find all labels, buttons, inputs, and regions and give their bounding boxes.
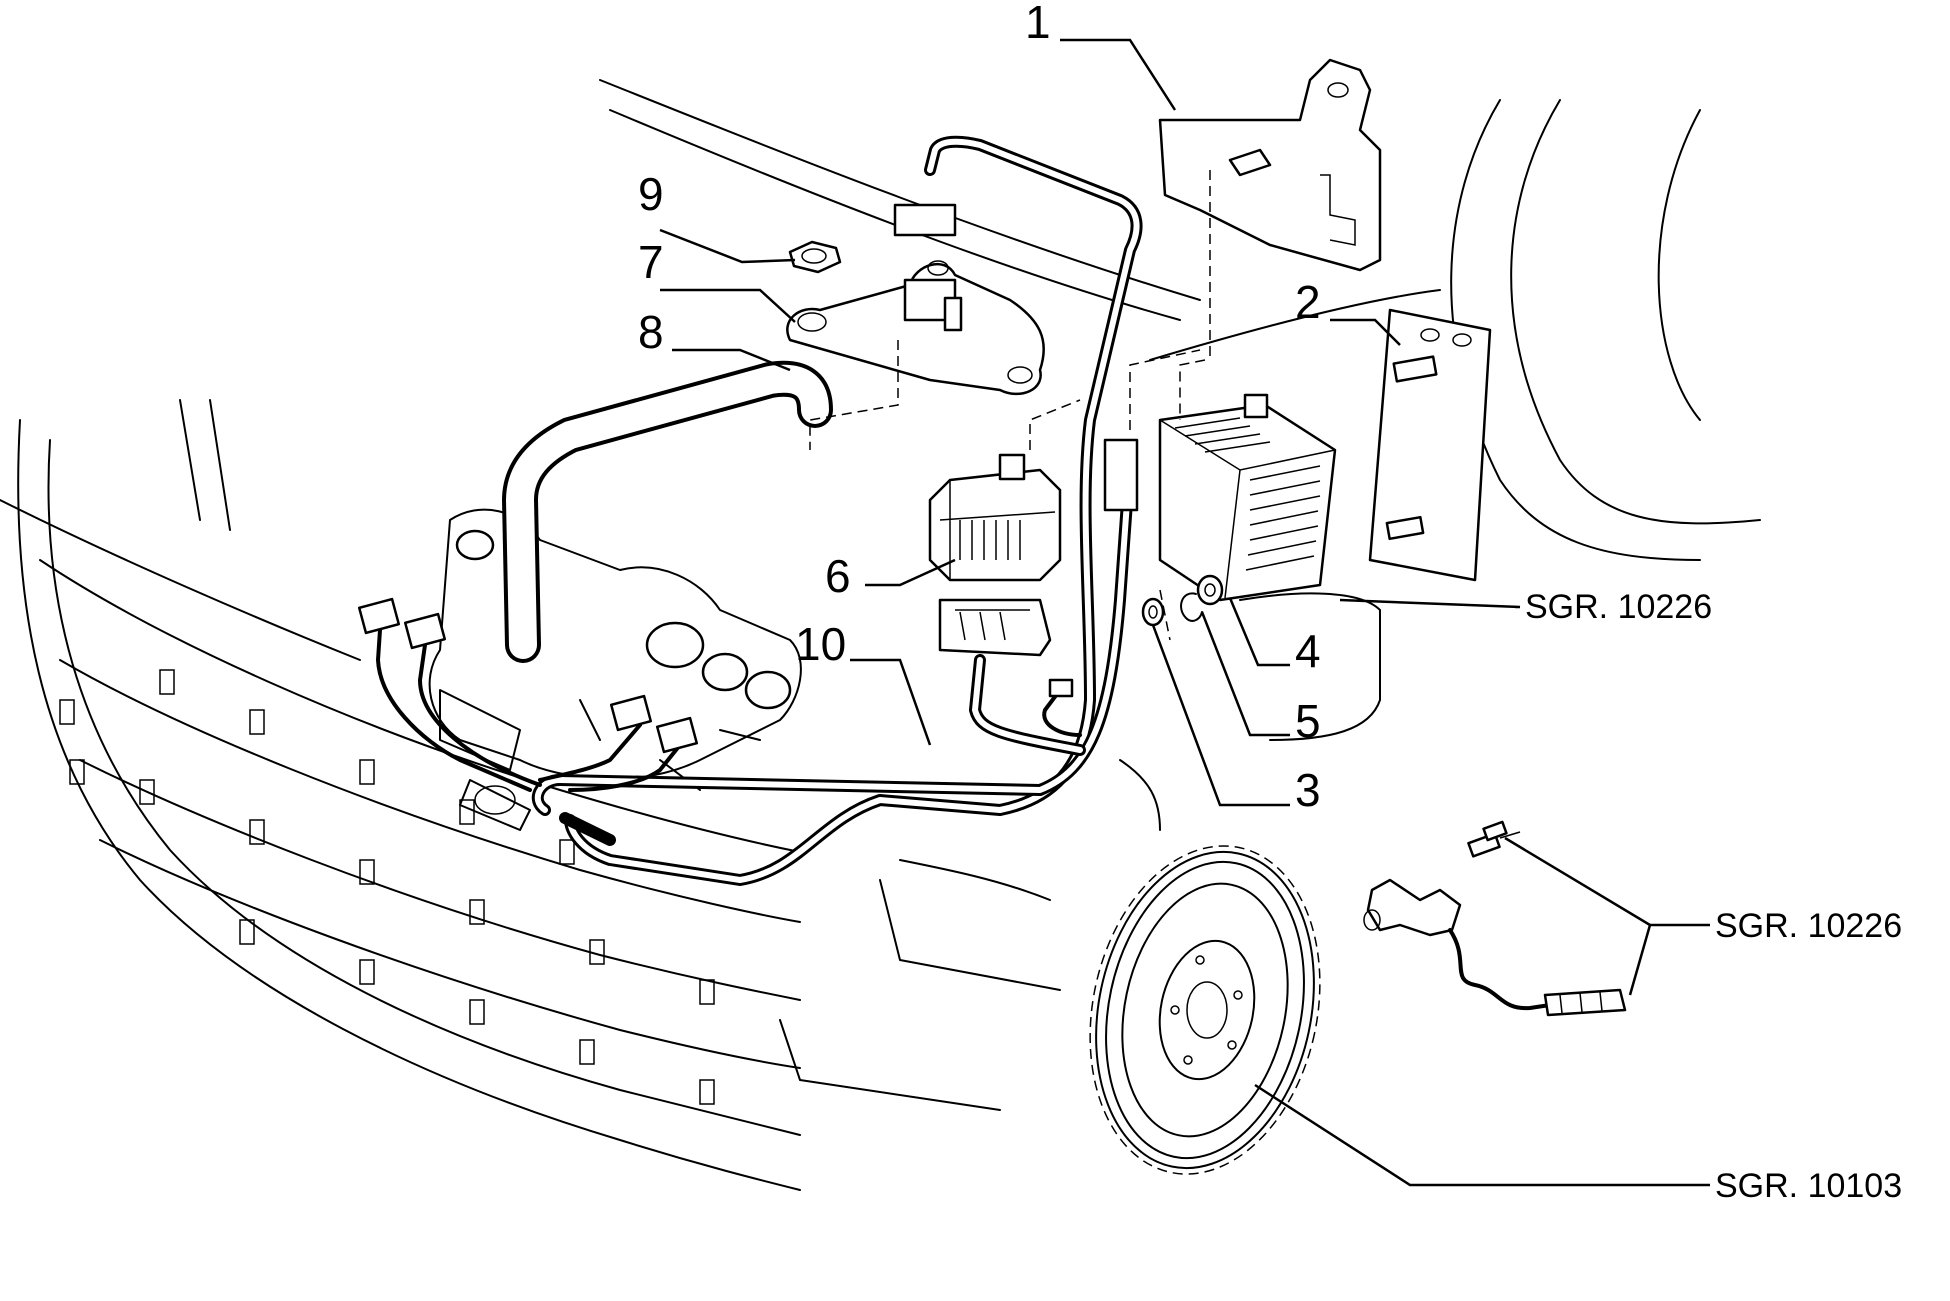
callout-8: 8: [638, 306, 664, 358]
hose: [502, 360, 833, 663]
callout-10: 10: [795, 618, 846, 670]
engine-block: [428, 508, 802, 831]
assembly-lines: [809, 170, 1211, 641]
mounting-plate: [1368, 308, 1492, 582]
callout-labels: 1 2 3 4 5 6 7 8 9 10: [638, 0, 1321, 816]
control-module: [1158, 393, 1337, 602]
relay: [928, 453, 1062, 582]
harness-connector-top: [893, 203, 957, 237]
leader-lines: [659, 38, 1710, 1187]
harness-connector-mid: [938, 598, 1052, 657]
callout-2: 2: [1295, 276, 1321, 328]
callout-9: 9: [638, 168, 664, 220]
reference-module: SGR. 10226: [1525, 588, 1712, 626]
callout-3: 3: [1295, 764, 1321, 816]
callout-1: 1: [1025, 0, 1051, 48]
flywheel: [1089, 845, 1321, 1175]
nut: [788, 240, 842, 274]
mounting-bracket: [1158, 58, 1382, 272]
wiring-harness: [357, 135, 1143, 886]
harness-connector-right: [1103, 438, 1139, 512]
car-body-outline: [0, 79, 1761, 1191]
callout-4: 4: [1295, 625, 1321, 677]
washer-set: [1141, 574, 1224, 627]
sensor-bracket: [786, 260, 1045, 396]
reference-flywheel: SGR. 10103: [1715, 1167, 1902, 1205]
callout-6: 6: [825, 550, 851, 602]
reference-sensor: SGR. 10226: [1715, 907, 1902, 945]
reference-labels: SGR. 10226 SGR. 10226 SGR. 10103: [1525, 588, 1902, 1205]
callout-5: 5: [1295, 695, 1321, 747]
speed-sensor: [1363, 820, 1627, 1017]
callout-7: 7: [638, 236, 664, 288]
